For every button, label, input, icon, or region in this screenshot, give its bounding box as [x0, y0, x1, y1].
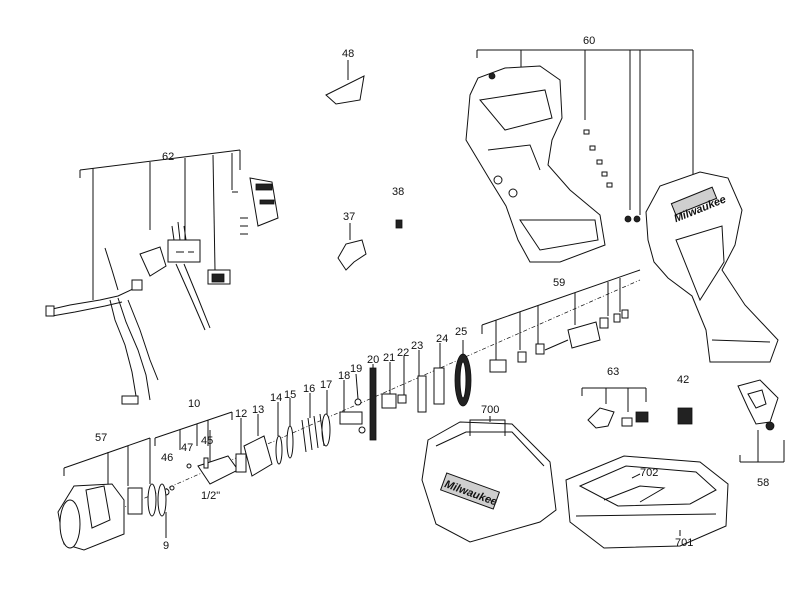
part-702-insert-leader	[631, 473, 641, 479]
callout-701: 701	[675, 537, 693, 549]
part-700-carry-case: Milwaukee	[421, 416, 557, 543]
callout-59: 59	[553, 277, 565, 289]
callout-37: 37	[343, 211, 355, 223]
callout-700: 700	[481, 404, 499, 416]
part-20-gear	[369, 364, 377, 441]
callout-19: 19	[350, 363, 362, 375]
callout-labels: 48 60 62 38 37 59 24 25 23 22 21 20 19 1…	[95, 35, 769, 552]
part-15-washer	[286, 398, 294, 459]
callout-10: 10	[188, 398, 200, 410]
part-16-spring	[301, 393, 325, 453]
callout-20: 20	[367, 354, 379, 366]
part-59-motor	[489, 309, 629, 373]
callout-57: 57	[95, 432, 107, 444]
group-60-bracket	[476, 49, 694, 215]
part-38-screw	[395, 219, 403, 229]
callout-46: 46	[161, 452, 173, 464]
callout-38: 38	[392, 186, 404, 198]
group-63-bracket	[581, 387, 647, 412]
part-25-ring-gear	[454, 340, 472, 407]
callout-anvil-size: 1/2"	[201, 490, 220, 502]
part-9-washer	[157, 483, 167, 538]
callout-12: 12	[235, 408, 247, 420]
group-62-bracket	[79, 149, 241, 300]
part-62-switch	[207, 269, 231, 285]
assembly-axis	[94, 279, 641, 521]
part-19-ball	[354, 373, 366, 434]
callout-15: 15	[284, 389, 296, 401]
callout-24: 24	[436, 333, 448, 345]
callout-13: 13	[252, 404, 264, 416]
part-62-circuit-board	[139, 221, 211, 331]
part-60-housing-left	[465, 65, 606, 263]
part-60-screws	[583, 129, 641, 223]
part-21-planet-carrier	[381, 362, 397, 409]
callout-21: 21	[383, 352, 395, 364]
part-13-hammer	[243, 414, 273, 477]
part-37-forward-reverse-switch	[337, 223, 367, 271]
part-14-ring	[275, 402, 283, 465]
part-63-belt-clip	[587, 407, 649, 429]
callout-25: 25	[455, 326, 467, 338]
part-62-battery-connector	[232, 177, 279, 235]
part-48-label-plate	[325, 60, 365, 105]
group-59-bracket	[481, 269, 641, 360]
part-58-bit-clip	[737, 379, 785, 463]
part-42-bit-holder	[677, 407, 693, 425]
callout-63: 63	[607, 366, 619, 378]
part-22-washer	[397, 356, 407, 404]
callout-47: 47	[181, 442, 193, 454]
callout-48: 48	[342, 48, 354, 60]
callout-60: 60	[583, 35, 595, 47]
part-24-bushing	[433, 343, 445, 405]
callout-14: 14	[270, 392, 282, 404]
part-18-cam-shaft	[339, 380, 363, 425]
callout-702: 702	[640, 467, 658, 479]
part-62-wiring-harness	[45, 247, 159, 405]
callout-18: 18	[338, 370, 350, 382]
callout-9: 9	[163, 540, 169, 552]
part-60-housing-right: Milwaukee	[645, 171, 779, 363]
group-10-bracket	[154, 411, 233, 450]
callout-58: 58	[757, 477, 769, 489]
part-701-case-insert	[565, 455, 729, 549]
part-23-spindle-part	[417, 350, 427, 413]
callout-62: 62	[162, 151, 174, 163]
part-57-nose-cover	[57, 483, 157, 551]
callout-42: 42	[677, 374, 689, 386]
callout-45: 45	[201, 435, 213, 447]
part-47-pin	[186, 463, 192, 469]
callout-22: 22	[397, 347, 409, 359]
callout-23: 23	[411, 340, 423, 352]
group-57-bracket	[63, 437, 151, 486]
callout-17: 17	[320, 379, 332, 391]
callout-16: 16	[303, 383, 315, 395]
part-45-ball	[203, 457, 209, 469]
